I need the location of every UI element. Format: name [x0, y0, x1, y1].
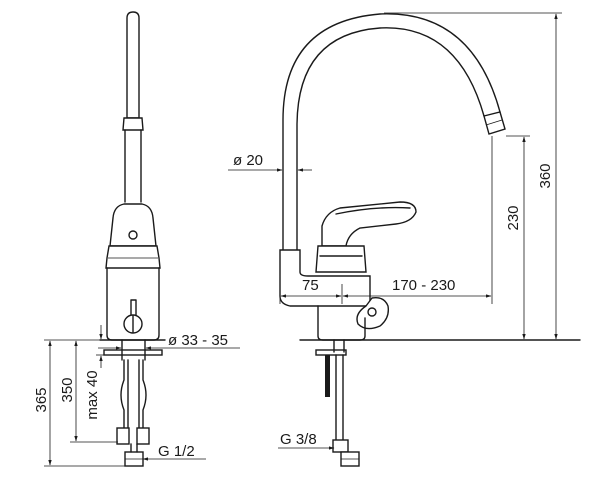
front-hose-right — [142, 359, 147, 429]
front-deck-plate — [103, 349, 163, 356]
dim-365-label: 365 — [33, 387, 50, 412]
dim-thread-front-label: G 1/2 — [158, 443, 195, 460]
dim-reach-label: 170 - 230 — [392, 277, 455, 294]
side-spout-outer — [282, 13, 501, 251]
front-hose-left — [120, 359, 125, 429]
dim-360-label: 360 — [537, 163, 554, 188]
front-lever-screw — [128, 230, 138, 240]
side-spout-inner — [296, 27, 485, 251]
dim-hole-label: ø 33 - 35 — [168, 332, 228, 349]
front-body — [105, 245, 161, 269]
front-dimensions: 365 350 max 40 ø 33 - 35 G 1/2 — [33, 325, 240, 467]
side-lever-handle — [321, 201, 417, 247]
side-threaded-rod — [325, 355, 330, 397]
front-shank — [121, 339, 146, 361]
side-head — [315, 245, 367, 273]
dim-350-label: 350 — [59, 377, 76, 402]
side-view — [279, 13, 581, 467]
side-dimensions: ø 20 75 170 - 230 230 360 G 3/8 — [228, 12, 562, 450]
front-spout-tube — [126, 11, 140, 119]
dim-230-label: 230 — [505, 205, 522, 230]
front-lever-head — [109, 203, 157, 247]
side-deck-plate — [315, 349, 347, 356]
side-fitting — [332, 439, 349, 453]
dim-max40-label: max 40 — [84, 370, 101, 419]
front-fitting-right — [136, 427, 150, 445]
front-spout-lower — [124, 129, 142, 203]
front-fitting-left — [116, 427, 130, 445]
dim-pipe-label: ø 20 — [233, 152, 263, 169]
side-hose — [335, 354, 344, 441]
dim-75-label: 75 — [302, 277, 319, 294]
side-aerator — [483, 111, 506, 135]
front-view — [99, 11, 166, 467]
front-spout-ring — [122, 117, 144, 131]
dim-thread-side-label: G 3/8 — [280, 431, 317, 448]
